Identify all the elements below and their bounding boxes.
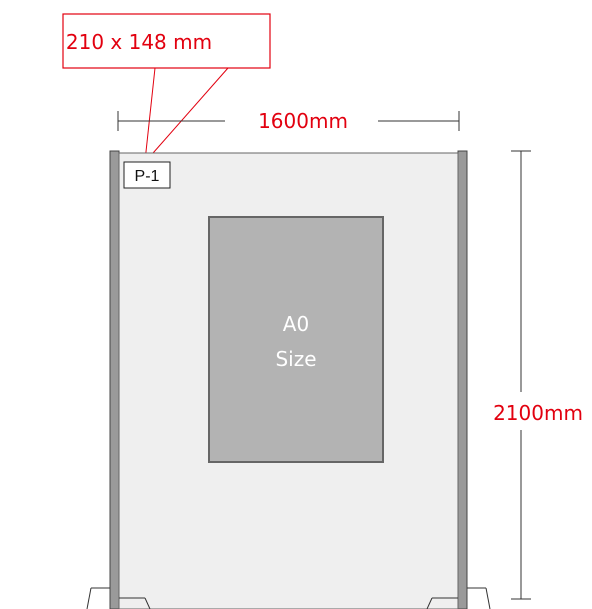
right-foot-inner-slope [426,597,433,609]
height-dimension: 2100mm [493,150,583,600]
poster-label-line1: A0 [283,312,309,336]
height-label: 2100mm [493,401,583,425]
right-foot-outer-slope [485,587,491,609]
width-dimension: 1600mm [117,109,460,133]
callout-text: 210 x 148 mm [66,30,212,54]
panel-label: P-1 [135,168,160,185]
display-board: P-1 A0 Size [86,150,491,609]
size-callout: 210 x 148 mm [62,13,271,162]
left-foot-outer-slope [86,587,92,609]
left-foot-inner-slope [144,597,151,609]
callout-box [62,13,271,69]
left-post [109,150,120,609]
poster-area [208,216,384,463]
poster-label-line2: Size [275,347,316,371]
callout-leader-right [145,67,229,162]
board-feet [86,587,491,609]
panel-label-box [123,161,171,189]
callout-leader-left [144,67,156,162]
right-post [457,150,468,609]
width-label: 1600mm [258,109,348,133]
